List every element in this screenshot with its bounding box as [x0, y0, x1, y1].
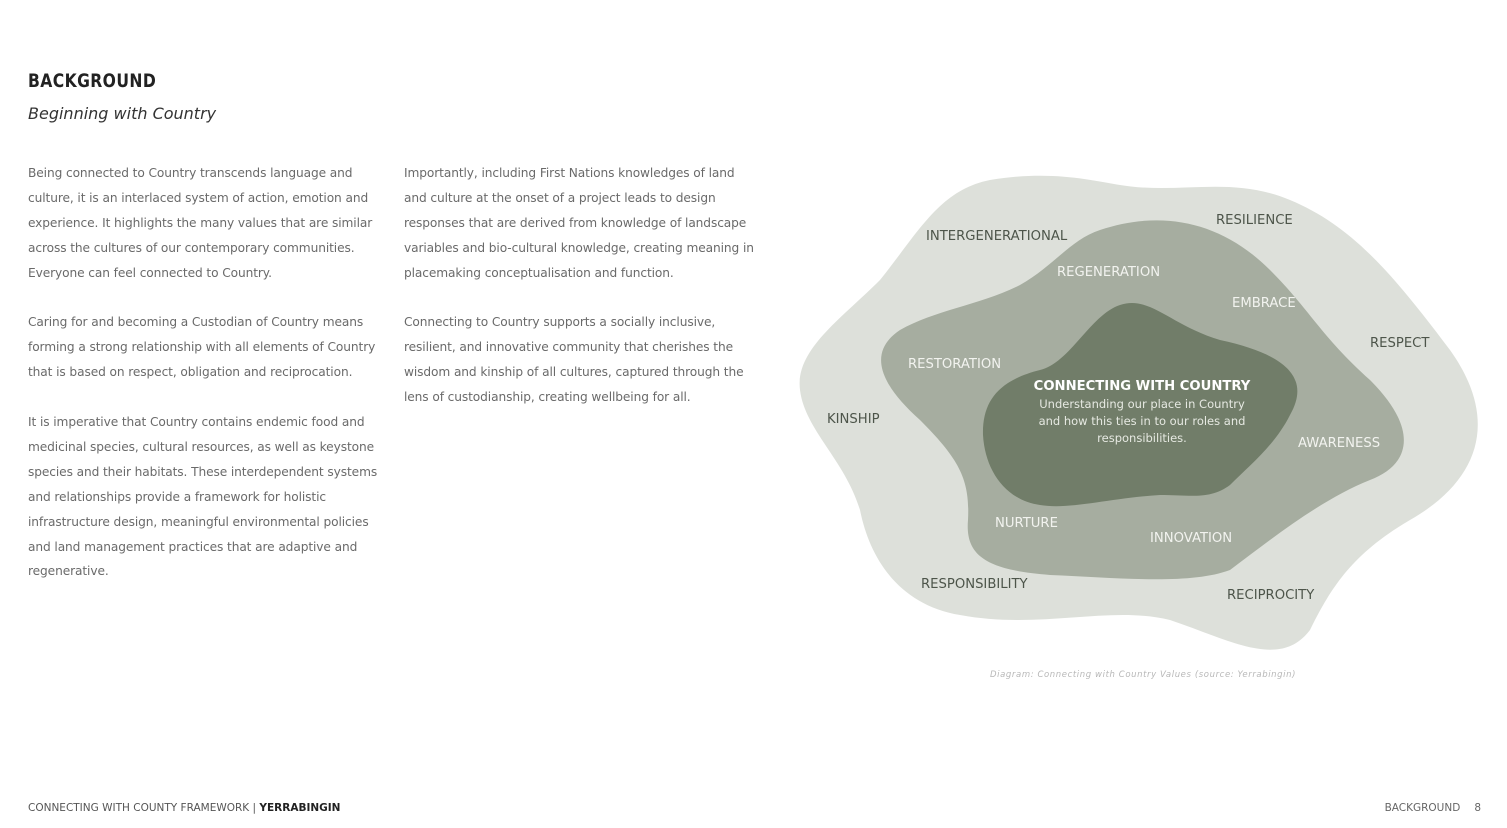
- value-label-resilience: RESILIENCE: [1216, 213, 1293, 228]
- text-line: medicinal species, cultural resources, a…: [28, 439, 375, 454]
- value-label-innovation: INNOVATION: [1150, 531, 1232, 546]
- text-column-2: Importantly, including First Nations kno…: [404, 161, 754, 435]
- paragraph: Being connected to Country transcends la…: [28, 161, 373, 286]
- values-diagram-svg: INTERGENERATIONAL RESILIENCE RESPECT KIN…: [799, 175, 1478, 650]
- text-line: species and their habitats. These interd…: [28, 464, 378, 479]
- value-label-respect: RESPECT: [1370, 336, 1430, 351]
- center-text-line: Understanding our place in Country: [1039, 397, 1245, 411]
- text-line: Everyone can feel connected to Country.: [28, 265, 272, 280]
- text-line: wisdom and kinship of all cultures, capt…: [404, 365, 744, 380]
- text-line: experience. It highlights the many value…: [28, 215, 373, 230]
- text-line: and culture at the onset of a project le…: [404, 190, 716, 205]
- value-label-responsibility: RESPONSIBILITY: [921, 577, 1029, 592]
- text-line: responses that are derived from knowledg…: [404, 215, 747, 230]
- diagram-caption: Diagram: Connecting with Country Values …: [990, 670, 1297, 680]
- text-line: lens of custodianship, creating wellbein…: [404, 390, 691, 405]
- text-line: Being connected to Country transcends la…: [28, 166, 353, 180]
- center-text-line: responsibilities.: [1097, 431, 1187, 445]
- value-label-nurture: NURTURE: [995, 516, 1058, 531]
- inner-core-blob: [982, 303, 1298, 507]
- paragraph: Connecting to Country supports a sociall…: [404, 310, 744, 410]
- section-title: BACKGROUND: [28, 70, 157, 92]
- value-label-regeneration: REGENERATION: [1057, 265, 1160, 280]
- text-line: Caring for and becoming a Custodian of C…: [28, 315, 364, 330]
- text-line: resilient, and innovative community that…: [404, 340, 733, 355]
- footer-right: BACKGROUND 8: [1385, 802, 1481, 814]
- center-text-line: and how this ties in to our roles and: [1039, 414, 1246, 428]
- text-line: across the cultures of our contemporary …: [28, 240, 355, 255]
- footer-left: CONNECTING WITH COUNTY FRAMEWORK | YERRA…: [28, 802, 340, 814]
- value-label-awareness: AWARENESS: [1298, 436, 1380, 451]
- value-label-restoration: RESTORATION: [908, 357, 1001, 372]
- text-line: that is based on respect, obligation and…: [28, 365, 353, 380]
- value-label-kinship: KINSHIP: [827, 412, 880, 427]
- footer-brand: YERRABINGIN: [259, 802, 341, 814]
- text-line: infrastructure design, meaningful enviro…: [28, 514, 369, 529]
- value-label-reciprocity: RECIPROCITY: [1227, 588, 1315, 603]
- text-column-1: Being connected to Country transcends la…: [28, 161, 378, 609]
- footer-framework-title: CONNECTING WITH COUNTY FRAMEWORK |: [28, 802, 260, 814]
- text-line: regenerative.: [28, 564, 109, 579]
- text-line: variables and bio-cultural knowledge, cr…: [404, 240, 754, 255]
- page-number: 8: [1474, 802, 1481, 814]
- text-line: and relationships provide a framework fo…: [28, 489, 326, 504]
- paragraph: It is imperative that Country contains e…: [28, 410, 378, 584]
- center-title: CONNECTING WITH COUNTRY: [1034, 379, 1251, 394]
- text-line: culture, it is an interlaced system of a…: [28, 190, 369, 205]
- text-line: Importantly, including First Nations kno…: [404, 166, 735, 180]
- text-line: placemaking conceptualisation and functi…: [404, 265, 674, 280]
- page-subtitle: Beginning with Country: [28, 104, 217, 123]
- text-line: forming a strong relationship with all e…: [28, 340, 376, 355]
- paragraph: Importantly, including First Nations kno…: [404, 161, 754, 286]
- value-label-embrace: EMBRACE: [1232, 296, 1296, 311]
- text-line: Connecting to Country supports a sociall…: [404, 315, 716, 330]
- footer-section: BACKGROUND: [1384, 802, 1461, 814]
- connecting-with-country-diagram: INTERGENERATIONAL RESILIENCE RESPECT KIN…: [790, 160, 1490, 670]
- paragraph: Caring for and becoming a Custodian of C…: [28, 310, 376, 385]
- text-line: and land management practices that are a…: [28, 539, 358, 554]
- value-label-intergenerational: INTERGENERATIONAL: [926, 229, 1068, 244]
- text-line: It is imperative that Country contains e…: [28, 415, 365, 430]
